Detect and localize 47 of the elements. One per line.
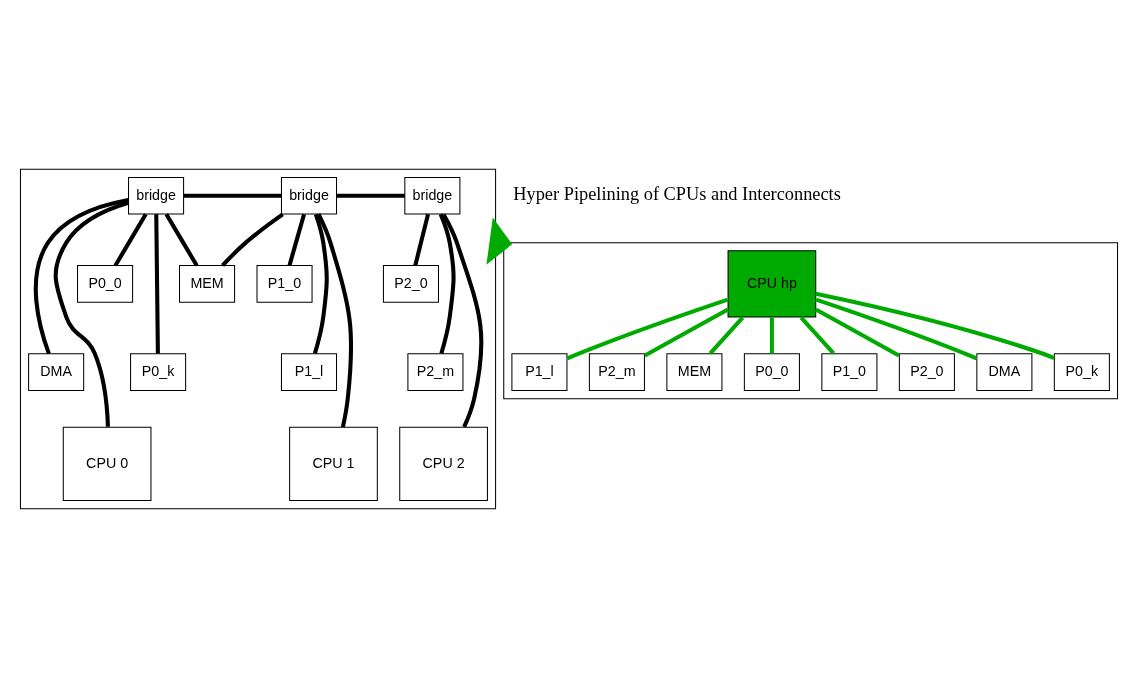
node-box: CPU hp [727, 249, 817, 318]
cluster [503, 241, 1119, 399]
node-box: MEM [666, 352, 723, 391]
connector [815, 291, 1055, 360]
connector [183, 193, 282, 198]
node-box: bridge [280, 176, 338, 215]
connector [566, 297, 729, 360]
node-box: P2_0 [898, 352, 955, 391]
node-box: P2_0 [382, 264, 439, 303]
connector [316, 212, 354, 428]
connector [164, 212, 199, 267]
connector [287, 213, 306, 266]
node-box: DMA [28, 352, 85, 391]
node-box: CPU 1 [289, 426, 378, 501]
node-box: CPU 0 [62, 426, 152, 501]
node-box: P2_m [407, 352, 464, 391]
cluster [19, 168, 497, 509]
node-box: P1_l [280, 352, 338, 391]
node-box: P0_0 [743, 352, 800, 391]
node-box: P1_0 [256, 264, 313, 303]
connector [154, 213, 160, 354]
connector [113, 212, 148, 267]
node-box: CPU 2 [399, 426, 488, 501]
node-box: P0_k [1053, 352, 1110, 391]
connector [336, 193, 405, 198]
node-box: P1_0 [821, 352, 878, 391]
node-box: P1_l [511, 352, 568, 391]
arrow [486, 217, 513, 265]
connector [799, 315, 836, 355]
node-box: P2_m [588, 352, 645, 391]
connector [769, 317, 774, 353]
connector [708, 315, 745, 355]
connector [441, 212, 484, 428]
node-box: DMA [976, 352, 1033, 391]
connector [815, 297, 978, 360]
connector [438, 212, 456, 354]
connector [53, 200, 129, 427]
node-box: P0_k [130, 352, 187, 391]
connector [33, 197, 129, 354]
node-box: MEM [179, 264, 236, 303]
node-box: P0_0 [77, 264, 134, 303]
connector [413, 213, 430, 266]
connector [221, 212, 284, 267]
label: Hyper Pipelining of CPUs and Interconnects [513, 183, 841, 204]
node-box: bridge [128, 176, 185, 215]
connector [312, 213, 329, 354]
node-box: bridge [404, 176, 461, 215]
